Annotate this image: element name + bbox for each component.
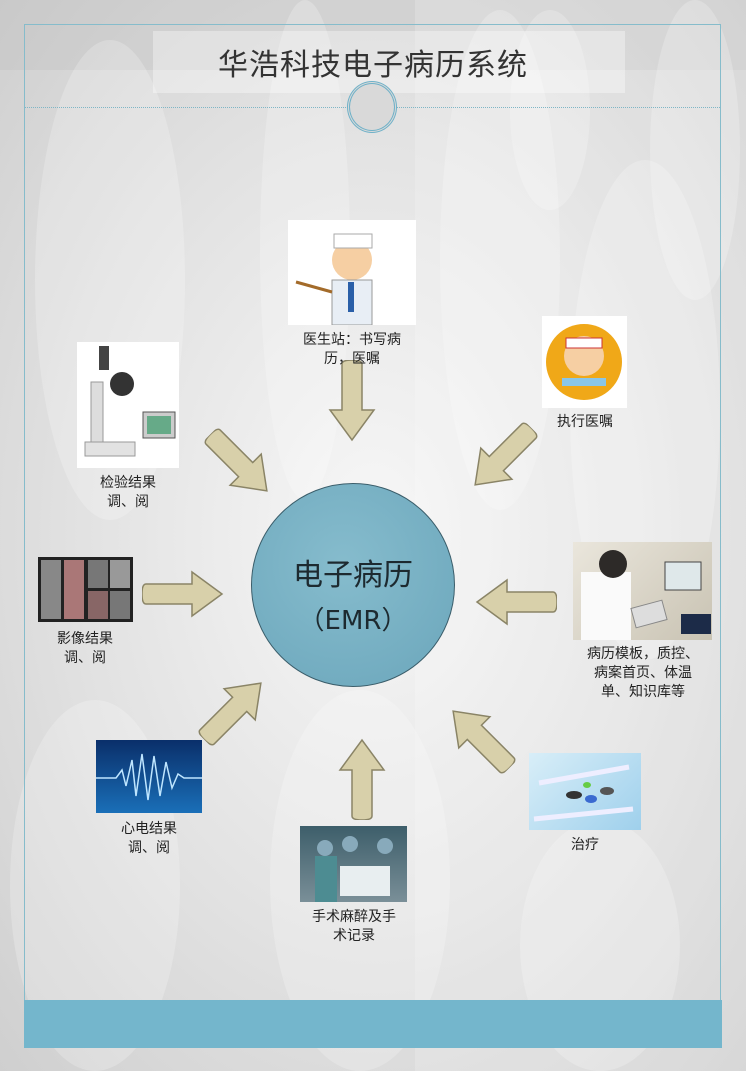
label-surgery: 手术麻醉及手 术记录 — [290, 908, 418, 946]
doctor-tablet-photo — [573, 542, 712, 640]
arrow-from-surgery — [339, 739, 385, 820]
microscope-photo — [77, 342, 179, 468]
label-lab: 检验结果 调、阅 — [78, 474, 178, 512]
arrow-from-templates — [476, 579, 557, 625]
center-subtitle: （EMR） — [298, 606, 408, 636]
label-line: 治疗 — [571, 837, 599, 853]
label-line: 调、阅 — [107, 494, 149, 510]
doctor-cartoon-image — [288, 220, 416, 325]
label-line: 病案首页、体温 — [594, 665, 692, 681]
label-line: 执行医嘱 — [557, 414, 613, 430]
nurse-cartoon-image — [542, 316, 627, 408]
syringes-pills-photo — [529, 753, 641, 830]
emr-center-circle: 电子病历 （EMR） — [251, 483, 455, 687]
ring-ornament — [347, 81, 397, 133]
label-line: 病历模板，质控、 — [587, 646, 699, 662]
label-doctor: 医生站：书写病 历，医嘱 — [282, 331, 422, 369]
label-imaging: 影像结果 调、阅 — [35, 630, 135, 668]
label-line: 手术麻醉及手 — [312, 909, 396, 925]
label-line: 影像结果 — [57, 631, 113, 647]
label-line: 术记录 — [333, 928, 375, 944]
label-treatment: 治疗 — [535, 836, 635, 855]
label-templates: 病历模板，质控、 病案首页、体温 单、知识库等 — [568, 645, 718, 702]
footer-band — [24, 1000, 722, 1048]
arrow-from-doctor — [329, 360, 375, 441]
medical-imaging-image — [38, 557, 133, 622]
label-line: 调、阅 — [128, 840, 170, 856]
label-ecg: 心电结果 调、阅 — [99, 820, 199, 858]
label-nurse: 执行医嘱 — [530, 413, 640, 432]
label-line: 医生站：书写病 — [303, 332, 401, 348]
center-title: 电子病历 — [293, 558, 413, 593]
ecg-waveform-image — [96, 740, 202, 813]
arrow-from-imaging — [142, 571, 223, 617]
label-line: 心电结果 — [121, 821, 177, 837]
label-line: 单、知识库等 — [601, 684, 685, 700]
title-band — [153, 31, 625, 93]
label-line: 调、阅 — [64, 650, 106, 666]
label-line: 检验结果 — [100, 475, 156, 491]
label-line: 历，医嘱 — [324, 351, 380, 367]
surgery-photo — [300, 826, 407, 902]
page-title: 华浩科技电子病历系统 — [218, 48, 528, 83]
